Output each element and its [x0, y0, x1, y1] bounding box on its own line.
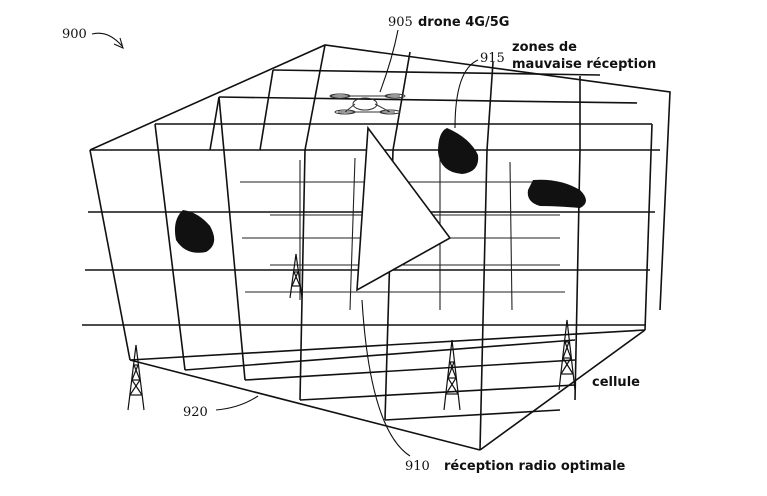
ref-905-lead	[380, 30, 398, 92]
ref-900: 900	[62, 27, 87, 42]
weak-signal-zone	[438, 128, 478, 174]
optimal-reception-cone	[357, 128, 450, 290]
weak-signal-zone	[528, 180, 586, 208]
drone-icon	[330, 94, 405, 114]
ref-920: 920	[183, 405, 208, 420]
ref-905: 905	[388, 15, 413, 30]
ref-900-arrow	[92, 33, 122, 46]
weak-signal-zone	[175, 210, 214, 253]
label-cellule: cellule	[592, 375, 640, 390]
ref-910: 910	[405, 459, 430, 474]
ref-915: 915	[480, 51, 505, 66]
cell-tower-icon	[559, 320, 575, 390]
cell-tower-icon	[128, 345, 144, 410]
label-reception: réception radio optimale	[444, 459, 626, 474]
label-zones-line2: mauvaise réception	[512, 57, 656, 72]
ref-915-lead	[455, 60, 478, 128]
label-drone: drone 4G/5G	[418, 15, 509, 30]
label-zones-line1: zones de	[512, 40, 577, 55]
ref-920-lead	[216, 396, 258, 410]
